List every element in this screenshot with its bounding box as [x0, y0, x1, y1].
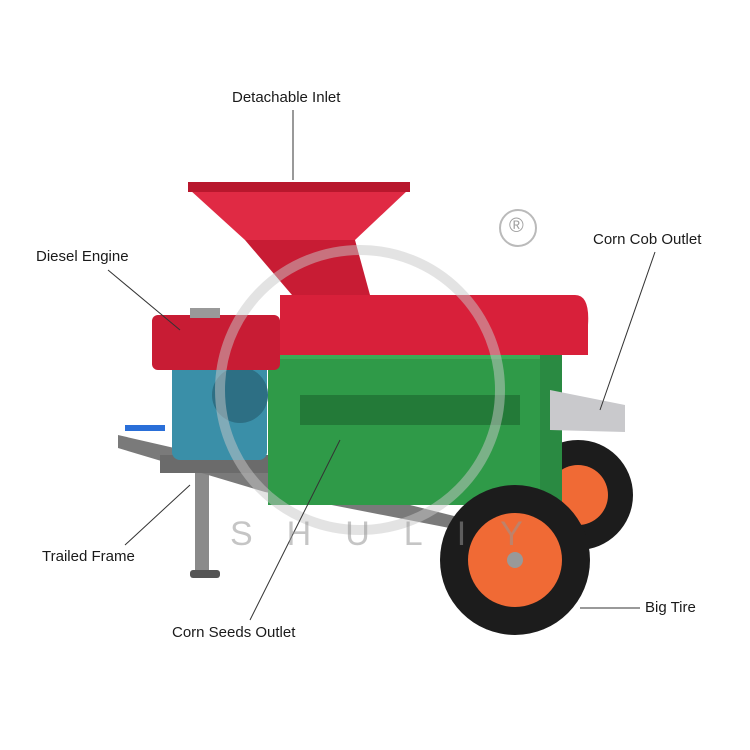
big-tire — [440, 485, 590, 635]
label-corn-seeds-outlet: Corn Seeds Outlet — [172, 624, 296, 641]
watermark-logo — [215, 245, 505, 535]
registered-mark-circle — [499, 209, 537, 247]
corn-cob-outlet-chute — [550, 390, 625, 432]
label-corn-cob-outlet: Corn Cob Outlet — [593, 231, 702, 248]
label-big-tire: Big Tire — [645, 599, 696, 616]
watermark-text: SHULIY — [230, 515, 557, 553]
diesel-engine — [125, 308, 280, 460]
detachable-inlet-hopper — [188, 182, 410, 295]
label-trailed-frame: Trailed Frame — [42, 548, 135, 565]
drum-cover — [280, 295, 589, 355]
label-detachable-inlet: Detachable Inlet — [232, 89, 341, 106]
green-body — [268, 345, 562, 510]
label-diesel-engine: Diesel Engine — [36, 248, 129, 265]
leader-lines — [107, 110, 656, 621]
registered-mark: ® — [509, 215, 524, 237]
